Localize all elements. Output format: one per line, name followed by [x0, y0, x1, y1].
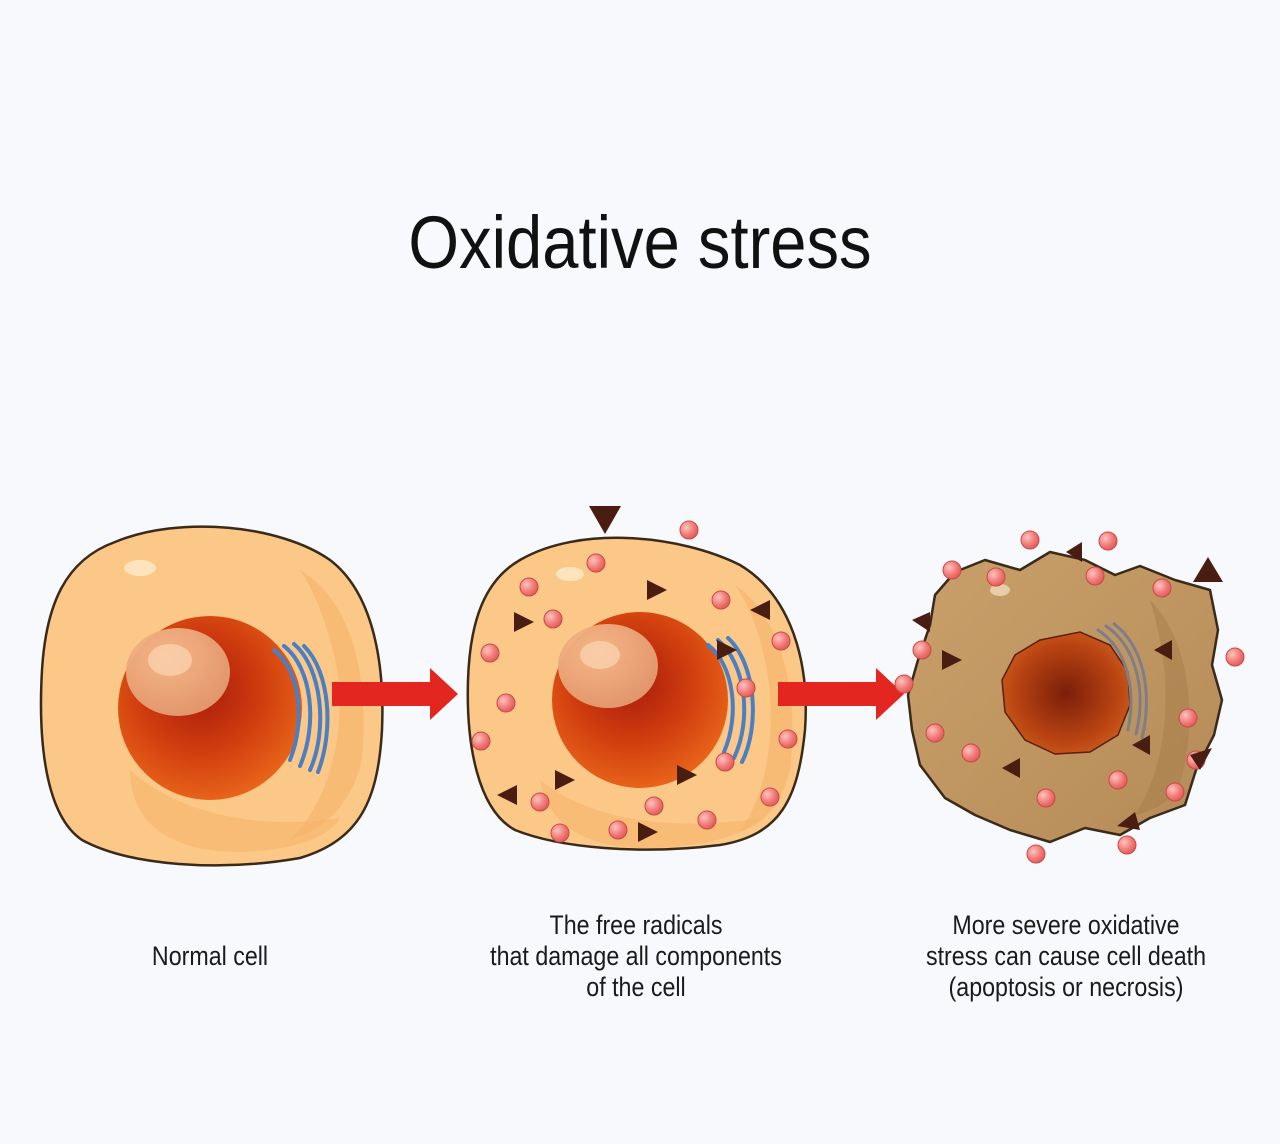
nucleus [118, 616, 302, 800]
caption-line: More severe oxidative [911, 910, 1221, 941]
nucleus [552, 612, 728, 788]
caption-normal-cell: Normal cell [107, 941, 313, 972]
caption-line: (apoptosis or necrosis) [911, 972, 1221, 1003]
caption-line: that damage all components [473, 941, 800, 972]
caption-line: of the cell [473, 972, 800, 1003]
damaged-cell [468, 538, 806, 850]
caption-cell-death: More severe oxidative stress can cause c… [911, 910, 1221, 1003]
caption-line: stress can cause cell death [911, 941, 1221, 972]
caption-free-radicals: The free radicals that damage all compon… [473, 910, 800, 1003]
caption-line: The free radicals [473, 910, 800, 941]
normal-cell [41, 527, 382, 866]
caption-line: Normal cell [107, 941, 313, 972]
